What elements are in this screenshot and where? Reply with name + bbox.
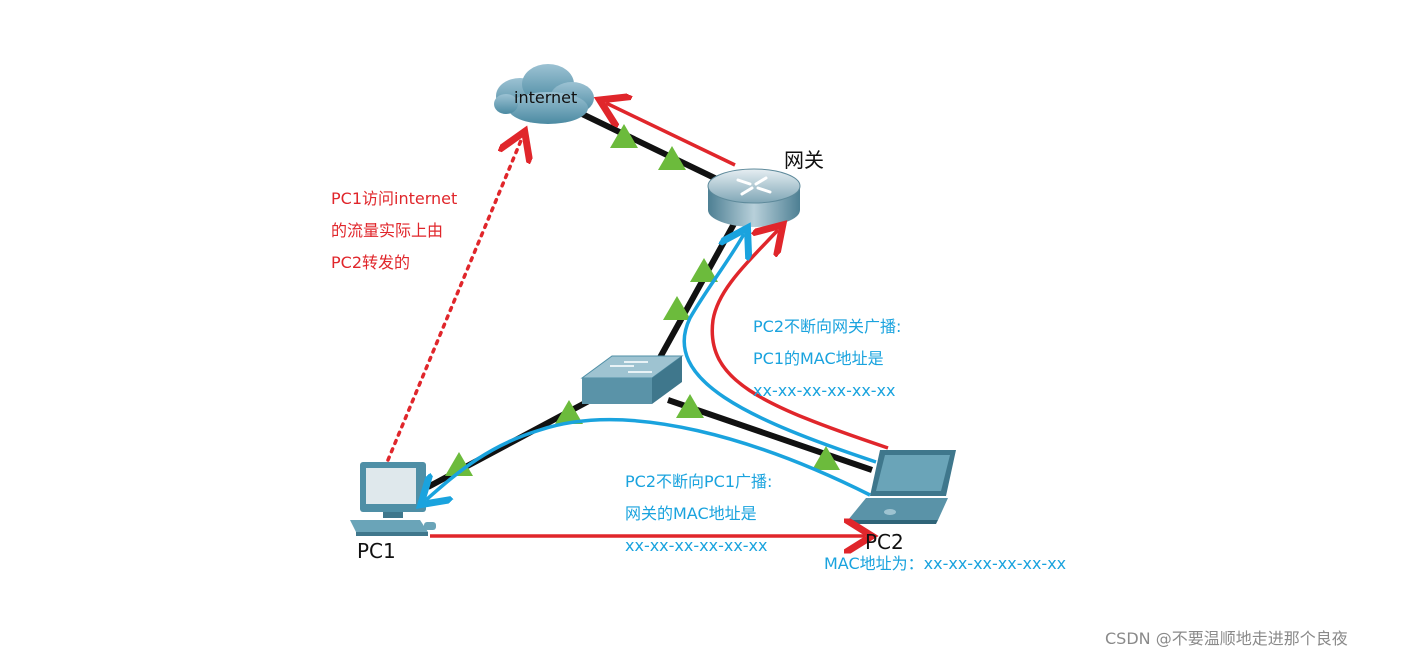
pc2-to-gateway-note-line2: PC1的MAC地址是 bbox=[753, 349, 884, 368]
pc1-traffic-note-line2: 的流量实际上由 bbox=[331, 221, 444, 240]
pc1-traffic-note-line3: PC2转发的 bbox=[331, 253, 411, 272]
link-up-marker bbox=[812, 446, 840, 470]
link-up-marker bbox=[690, 258, 718, 282]
pc2-mac-address-note: MAC地址为：xx-xx-xx-xx-xx-xx bbox=[824, 554, 1067, 573]
pc2-to-pc1-note-line3: xx-xx-xx-xx-xx-xx bbox=[625, 536, 768, 555]
internet-label: internet bbox=[514, 88, 578, 107]
link-internet-gateway bbox=[576, 109, 727, 186]
pc2-gateway-blue-arrow bbox=[682, 234, 877, 464]
pc1-label: PC1 bbox=[357, 539, 396, 563]
pc2-laptop-icon bbox=[846, 450, 956, 524]
link-status-markers bbox=[445, 124, 840, 476]
pc2-to-pc1-note-line1: PC2不断向PC1广播: bbox=[625, 472, 773, 491]
link-up-marker bbox=[676, 394, 704, 418]
link-up-marker bbox=[445, 452, 473, 476]
switch-icon bbox=[580, 355, 684, 404]
pc1-internet-dotted-arrow bbox=[386, 138, 522, 462]
pc2-to-gateway-note-line3: xx-xx-xx-xx-xx-xx bbox=[753, 381, 896, 400]
pc1-traffic-note-line1: PC1访问internet bbox=[331, 189, 458, 208]
pc2-to-pc1-note-line2: 网关的MAC地址是 bbox=[625, 504, 757, 523]
pc2-gateway-red-arrow bbox=[710, 230, 889, 450]
link-up-marker bbox=[658, 146, 686, 170]
link-up-marker bbox=[555, 400, 583, 424]
link-switch-pc2 bbox=[667, 397, 873, 473]
watermark: CSDN @不要温顺地走进那个良夜 bbox=[1105, 629, 1348, 648]
router-icon bbox=[707, 168, 801, 227]
gateway-label: 网关 bbox=[784, 148, 824, 172]
link-up-marker bbox=[663, 296, 691, 320]
gateway-internet-red-arrow bbox=[606, 103, 736, 167]
pc2-pc1-blue-arrow bbox=[426, 418, 871, 500]
pc1-computer-icon bbox=[350, 462, 436, 536]
pc2-to-gateway-note-line1: PC2不断向网关广播: bbox=[753, 317, 902, 336]
link-up-marker bbox=[610, 124, 638, 148]
pc2-label: PC2 bbox=[865, 530, 904, 554]
internet-cloud-icon bbox=[494, 64, 594, 124]
